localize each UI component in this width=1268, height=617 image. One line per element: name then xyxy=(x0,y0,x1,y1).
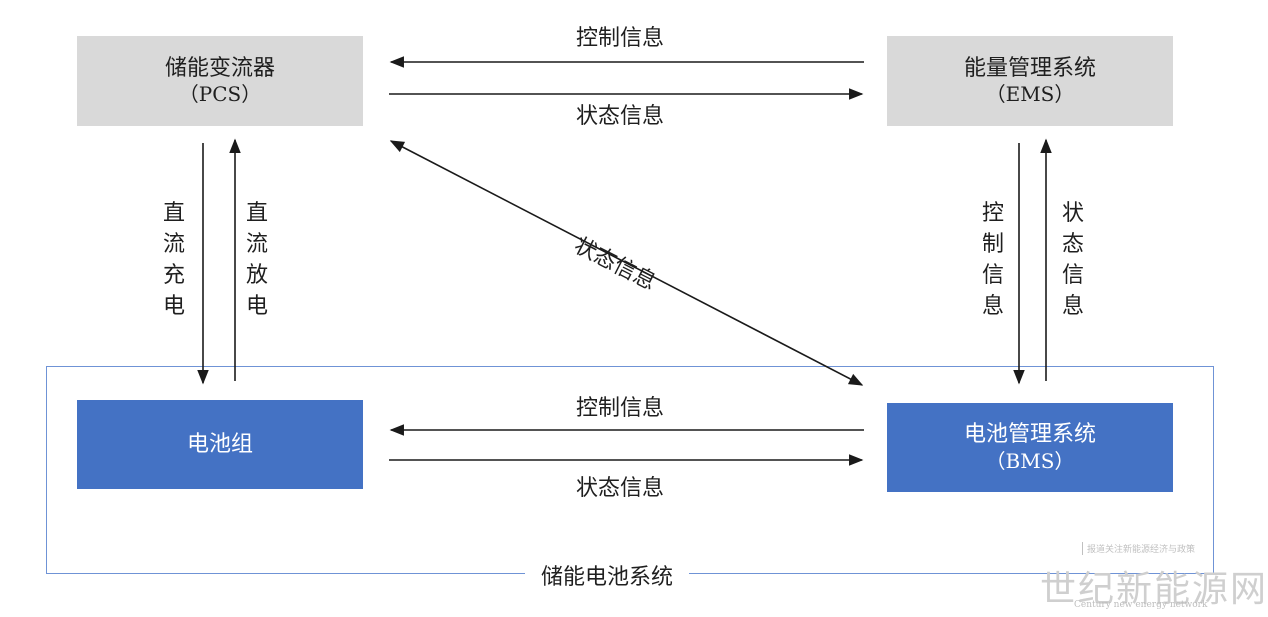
bms-node: 电池管理系统 （BMS） xyxy=(887,403,1173,492)
label-dc-discharge: 直流放电 xyxy=(245,201,268,319)
label-pack-to-bms: 状态信息 xyxy=(576,476,665,501)
label-ems-to-pcs: 控制信息 xyxy=(576,26,665,51)
label-dc-charge: 直流充电 xyxy=(162,201,185,319)
pcs-name: 储能变流器 xyxy=(164,55,275,81)
watermark-subtitle: Century new energy network xyxy=(1074,600,1208,610)
label-ems-to-bms: 控制信息 xyxy=(981,201,1004,319)
energy-storage-system-label: 储能电池系统 xyxy=(525,559,690,591)
ems-abbr: （EMS） xyxy=(985,82,1075,107)
label-bms-to-pack: 控制信息 xyxy=(576,396,665,421)
ems-name: 能量管理系统 xyxy=(963,55,1096,81)
label-bms-to-ems: 状态信息 xyxy=(1061,201,1084,319)
pcs-node: 储能变流器 （PCS） xyxy=(77,36,363,126)
label-pcs-to-ems: 状态信息 xyxy=(576,104,665,129)
watermark-logo: 世纪新能源网 xyxy=(1040,569,1268,610)
bms-abbr: （BMS） xyxy=(985,448,1075,473)
pcs-abbr: （PCS） xyxy=(178,82,262,107)
ems-node: 能量管理系统 （EMS） xyxy=(887,36,1173,126)
battery-pack-node: 电池组 xyxy=(77,400,363,489)
watermark-tagline: 报道关注新能源经济与政策 xyxy=(1082,542,1195,555)
bms-name: 电池管理系统 xyxy=(963,422,1096,448)
battery-pack-name: 电池组 xyxy=(186,431,253,457)
arrow-pcs-bms-diagonal xyxy=(389,140,864,386)
